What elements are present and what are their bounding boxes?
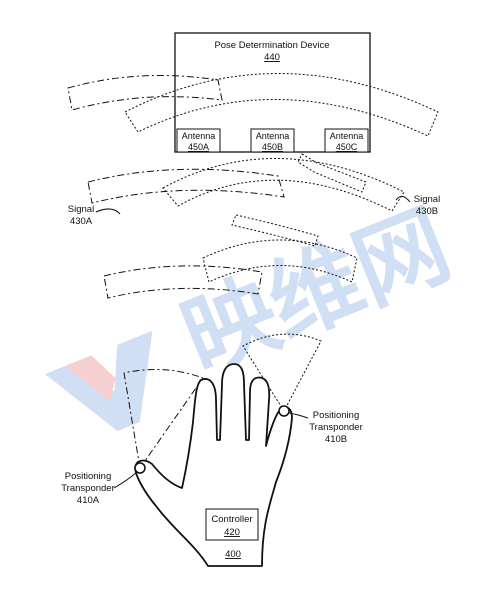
transponder-410a-dot bbox=[134, 462, 146, 474]
antenna-label: Antenna bbox=[330, 131, 364, 141]
leader-transponder-410b bbox=[288, 412, 309, 419]
hand-ref: 400 bbox=[225, 549, 241, 560]
controller-ref: 420 bbox=[224, 527, 240, 538]
antenna-ref: 450B bbox=[262, 142, 283, 152]
transponder-410b-label-2: Transponder bbox=[309, 422, 363, 433]
antenna-label: Antenna bbox=[256, 131, 290, 141]
signal-430a-cone bbox=[123, 368, 204, 469]
antenna-ref: 450C bbox=[336, 142, 358, 152]
antenna-box bbox=[176, 128, 221, 153]
signal-430a-band bbox=[67, 75, 223, 111]
antenna-450c: Antenna 450C bbox=[324, 128, 369, 153]
antenna-450b: Antenna 450B bbox=[250, 128, 295, 153]
leader-lines bbox=[95, 196, 411, 489]
leader-transponder-410a bbox=[113, 471, 138, 489]
watermark-text: 映维网 bbox=[168, 191, 464, 394]
antenna-box bbox=[324, 128, 369, 153]
antenna-450a: Antenna 450A bbox=[176, 128, 221, 153]
signal-430a-label: Signal bbox=[68, 204, 94, 215]
controller-box bbox=[205, 508, 259, 541]
signal-430b-cone bbox=[242, 333, 322, 412]
transponder-410a-label-2: Transponder bbox=[61, 483, 115, 494]
antenna-box bbox=[250, 128, 295, 153]
signal-430b-band bbox=[202, 239, 358, 283]
antenna-ref: 450A bbox=[188, 142, 209, 152]
transponder-410b-dot bbox=[278, 405, 290, 417]
leader-signal-430a bbox=[95, 208, 121, 215]
signal-430a-band bbox=[103, 265, 263, 299]
transponder-410b-ref: 410B bbox=[325, 434, 347, 445]
hand-400: Controller 420 400 bbox=[134, 363, 293, 567]
signal-430b-waves bbox=[124, 73, 439, 283]
signal-430a-ref: 430A bbox=[70, 216, 93, 227]
transponder-410a-ref: 410A bbox=[77, 495, 100, 506]
signal-430b-band bbox=[231, 214, 319, 247]
device-title: Pose Determination Device bbox=[214, 40, 329, 51]
signal-430b-ref: 430B bbox=[416, 206, 438, 217]
signal-430b-band bbox=[162, 157, 405, 212]
transponder-410b-label-1: Positioning bbox=[313, 410, 359, 421]
signal-430b-band bbox=[124, 73, 439, 137]
device-ref: 440 bbox=[264, 52, 280, 63]
controller-label: Controller bbox=[211, 514, 252, 525]
signal-430a-band bbox=[87, 168, 285, 204]
signal-430b-label: Signal bbox=[414, 194, 440, 205]
antenna-label: Antenna bbox=[182, 131, 216, 141]
transponder-410a-label-1: Positioning bbox=[65, 471, 111, 482]
signal-430b-band bbox=[297, 153, 367, 193]
signal-430a-waves bbox=[67, 75, 285, 299]
leader-signal-430b bbox=[395, 196, 411, 203]
watermark-logo-icon bbox=[44, 330, 153, 432]
